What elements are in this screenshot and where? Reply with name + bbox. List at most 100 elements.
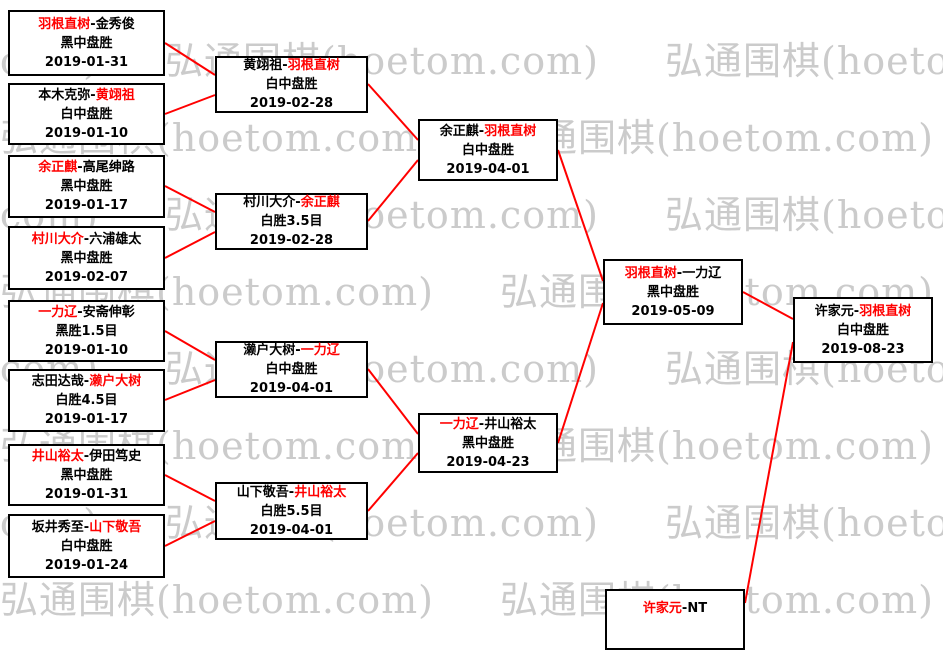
connector [164,474,216,502]
winner-name: 山下敬吾 [89,519,142,535]
connector [164,330,216,361]
match-date: 2019-05-09 [631,303,715,319]
match-players: 本木克弥-黄翊祖 [38,86,134,105]
winner-name: 余正麒 [38,160,78,175]
player-name: 山下敬吾- [236,484,295,500]
winner-name: 羽根直树 [38,16,91,32]
connector [164,379,216,401]
match-date: 2019-02-07 [44,269,129,285]
connector [557,302,604,444]
match-box-r2-1: 黄翊祖-羽根直树 白中盘胜 2019-02-28 [215,56,368,113]
player-name: 濑户大树- [243,343,301,358]
match-players: 村川大介-余正麒 [243,193,339,212]
connector [557,149,604,282]
winner-name: 村川大介 [31,231,84,247]
match-box-r2-3: 濑户大树-一力辽 白中盘胜 2019-04-01 [215,341,368,398]
match-result: 白中盘胜 [265,77,318,92]
player-name: -一力辽 [676,265,722,281]
player-name: -井山裕太 [478,416,537,432]
match-result: 黑中盘胜 [646,284,699,300]
match-result: 黑中盘胜 [60,35,113,51]
watermark-text: 弘通围棋(hoetom.com) [500,424,934,468]
match-players: 余正麒-高尾绅路 [38,158,134,177]
winner-name: 一力辽 [38,304,78,320]
winner-name: 濑户大树 [89,374,142,389]
match-date: 2019-01-10 [44,342,129,358]
player-name: -金秀俊 [90,16,135,32]
match-date: 2019-01-31 [44,486,129,502]
winner-name: 羽根直树 [859,303,912,319]
watermark-text: 弘通围棋(hoetom.com) [665,193,943,237]
match-box-r3-2: 一力辽-井山裕太 黑中盘胜 2019-04-23 [418,413,558,473]
match-box-r2-2: 村川大介-余正麒 白胜3.5目 2019-02-28 [215,193,368,250]
connector [164,520,216,547]
match-box-challenger-final: 羽根直树-一力辽 黑中盘胜 2019-05-09 [603,259,743,325]
match-date: 2019-01-17 [44,412,129,427]
match-date: 2019-08-23 [821,341,905,357]
match-date: 2019-04-01 [446,161,530,177]
match-players: 濑户大树-一力辽 [243,341,339,360]
player-name: 许家元- [814,303,860,319]
match-players: 羽根直树-金秀俊 [38,15,134,34]
titleholder-box: 许家元-NT [605,589,745,650]
match-players: 羽根直树-一力辽 [625,264,721,283]
winner-name: 羽根直树 [287,58,340,73]
player-name: 志田达哉- [31,374,90,389]
player-name: -NT [681,601,708,616]
match-box-r1-3: 余正麒-高尾绅路 黑中盘胜 2019-01-17 [8,155,165,218]
watermark-text: 弘通围棋(hoetom.com) [500,116,934,160]
player-name: -六浦雄太 [83,231,142,247]
match-box-r3-1: 余正麒-羽根直树 白中盘胜 2019-04-01 [418,119,558,181]
match-players: 余正麒-羽根直树 [440,122,536,141]
connector [367,368,419,435]
connector [744,341,794,604]
match-result: 白中盘胜 [265,362,318,377]
player-name: 坂井秀至- [31,519,90,535]
match-players: 许家元-NT [643,599,707,618]
match-box-r2-4: 山下敬吾-井山裕太 白胜5.5目 2019-04-01 [215,482,368,540]
player-name: 余正麒- [439,123,485,139]
match-players: 一力辽-井山裕太 [440,415,536,434]
connector [367,83,419,141]
player-name: -高尾绅路 [77,160,135,175]
match-box-r1-1: 羽根直树-金秀俊 黑中盘胜 2019-01-31 [8,10,165,76]
watermark-text: 弘通围棋(hoetom.com) [665,501,943,545]
match-players: 坂井秀至-山下敬吾 [32,518,141,537]
winner-name: 余正麒 [300,195,340,210]
match-result: 白胜3.5目 [260,214,323,229]
match-date: 2019-01-10 [44,125,129,141]
connector [164,231,216,259]
match-box-r1-5: 一力辽-安斋伸彰 黑胜1.5目 2019-01-10 [8,300,165,362]
match-players: 山下敬吾-井山裕太 [237,483,346,502]
match-result: 白中盘胜 [461,142,514,158]
connector [164,94,216,115]
match-result: 白中盘胜 [60,106,113,122]
match-players: 志田达哉-濑户大树 [32,372,141,391]
match-players: 村川大介-六浦雄太 [32,230,141,249]
player-name: -伊田笃史 [83,448,142,464]
watermark-text: 弘通围棋(hoetom.com) [0,578,434,622]
match-result: 白胜4.5目 [55,393,118,408]
match-date: 2019-01-17 [44,198,129,213]
winner-name: 羽根直树 [484,123,537,139]
match-result: 黑中盘胜 [60,250,113,266]
winner-name: 黄翊祖 [95,87,135,103]
match-result: 黑中盘胜 [60,467,113,483]
winner-name: 一力辽 [300,343,340,358]
match-result: 黑中盘胜 [461,435,514,451]
match-players: 井山裕太-伊田笃史 [32,447,141,466]
match-date: 2019-01-31 [44,54,129,70]
match-result: 白中盘胜 [836,322,889,338]
match-players: 许家元-羽根直树 [815,302,911,321]
match-players: 一力辽-安斋伸彰 [38,303,134,322]
player-name: 本木克弥- [38,87,96,103]
connector [164,42,216,76]
player-name: 村川大介- [243,195,301,210]
match-date: 2019-04-23 [446,454,530,470]
match-box-title-match: 许家元-羽根直树 白中盘胜 2019-08-23 [793,297,933,363]
match-result: 黑胜1.5目 [55,323,118,339]
match-box-r1-4: 村川大介-六浦雄太 黑中盘胜 2019-02-07 [8,226,165,290]
winner-name: 许家元 [642,601,682,616]
winner-name: 井山裕太 [294,484,347,500]
